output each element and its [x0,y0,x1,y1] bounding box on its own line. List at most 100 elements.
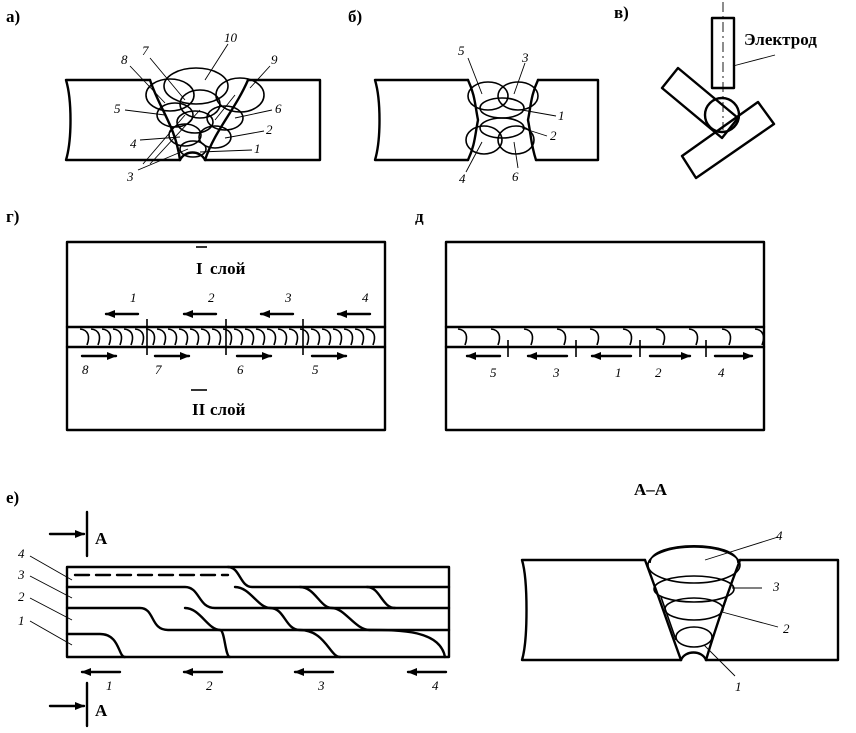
weld-ripple [310,328,321,346]
electrode-label: Электрод [744,30,817,49]
weld-ripple [365,328,376,346]
plate-upper-left [660,66,740,140]
panel-a-numbers: 10 7 8 9 5 6 2 4 1 3 [114,30,282,184]
e-num-2: 2 [206,678,213,693]
panel-g-bottom-arrows: 8 7 6 5 [80,352,348,377]
e-layer-num-4: 4 [18,546,25,561]
d-num-4: 4 [718,365,725,380]
weld-ripple [754,328,765,346]
e-layer-num-2: 2 [18,589,25,604]
panel-a-num-6: 6 [275,101,282,116]
panel-d-arrows: 5 3 1 2 4 [465,352,754,380]
weld-ripple [332,328,343,346]
panel-a-num-3: 3 [126,169,134,184]
panel-a-label: а) [6,7,20,26]
layer-2-caption: II слой [191,389,246,419]
e-layer-num-1: 1 [18,613,25,628]
weld-ripple [622,328,633,346]
panel-g: г) I слой II слой 1 2 3 4 [6,207,387,432]
d-num-5: 5 [490,365,497,380]
g-bot-num-5: 5 [312,362,319,377]
panel-a-num-9: 9 [271,52,278,67]
weld-ripple [156,328,167,346]
weld-ripple [112,328,123,346]
aa-num-3: 3 [772,579,780,594]
layer-1-caption: I слой [196,246,246,278]
panel-aa-leaders: 4 3 2 1 [703,528,790,694]
panel-g-frame [65,240,387,432]
weld-ripple [255,328,266,346]
e-num-1: 1 [106,678,113,693]
panel-d-chevrons [457,328,765,346]
panel-a-num-7: 7 [142,43,149,58]
weld-ripple [178,328,189,346]
panel-b-num-3: 3 [521,50,529,65]
panel-a-num-2: 2 [266,122,273,137]
panel-a-num-8: 8 [121,52,128,67]
section-marker-bottom-label: А [95,701,108,720]
panel-d-label: д [415,207,424,226]
panel-a: а) [6,7,322,184]
panel-a-num-4: 4 [130,136,137,151]
weld-ripple [266,328,277,346]
weld-ripple [457,328,468,346]
weld-ripple [200,328,211,346]
weld-ripple [79,328,90,346]
d-num-3: 3 [552,365,560,380]
g-bot-num-6: 6 [237,362,244,377]
weld-ripple [167,328,178,346]
panel-b-plates [373,78,600,162]
g-bot-num-8: 8 [82,362,89,377]
weld-ripple [490,328,501,346]
weld-ripple [123,328,134,346]
weld-ripple [299,328,310,346]
weld-ripple [721,328,732,346]
g-top-num-2: 2 [208,290,215,305]
panel-b-num-2: 2 [550,128,557,143]
aa-num-2: 2 [783,621,790,636]
panel-g-label: г) [6,207,19,226]
panel-b-leaders [465,57,557,173]
d-num-1: 1 [615,365,622,380]
weld-ripple [277,328,288,346]
panel-e-layers [65,565,451,659]
weld-ripple [343,328,354,346]
panel-aa: А–А 4 3 2 1 [520,480,840,694]
panel-e-label: е) [6,488,19,507]
panel-aa-beads [647,544,741,648]
panel-b-label: б) [348,7,362,26]
g-top-num-3: 3 [284,290,292,305]
panel-b: б) 5 3 1 2 4 6 [348,7,600,186]
panel-aa-plates [520,558,840,662]
panel-e-arrows: 1 2 3 4 [80,668,448,693]
weld-ripple [556,328,567,346]
panel-b-num-6: 6 [512,169,519,184]
section-marker-top-label: А [95,529,108,548]
panel-b-num-4: 4 [459,171,466,186]
panel-d: д 5 3 1 2 4 [415,207,766,432]
panel-a-num-10: 10 [224,30,238,45]
d-num-2: 2 [655,365,662,380]
weld-ripple [145,328,156,346]
weld-ripple [189,328,200,346]
panel-g-top-arrows: 1 2 3 4 [104,290,372,318]
panel-d-frame [444,240,766,432]
layer-2-numeral: II [192,400,206,419]
aa-num-1: 1 [735,679,742,694]
panel-g-ticks [146,319,304,355]
g-top-num-1: 1 [130,290,137,305]
panel-e-layer-leaders: 4 3 2 1 [17,546,73,646]
g-bot-num-7: 7 [155,362,162,377]
layer-1-numeral: I [196,259,203,278]
weld-ripple [688,328,699,346]
plate-lower-right [680,100,776,180]
weld-ripple [222,328,233,346]
panel-a-num-5: 5 [114,101,121,116]
panel-b-num-5: 5 [458,43,465,58]
panel-d-ticks [507,340,707,357]
weld-ripple [211,328,222,346]
weld-ripple [244,328,255,346]
weld-ripple [321,328,332,346]
section-marker-bottom: А [48,681,108,728]
e-layer-num-3: 3 [17,567,25,582]
